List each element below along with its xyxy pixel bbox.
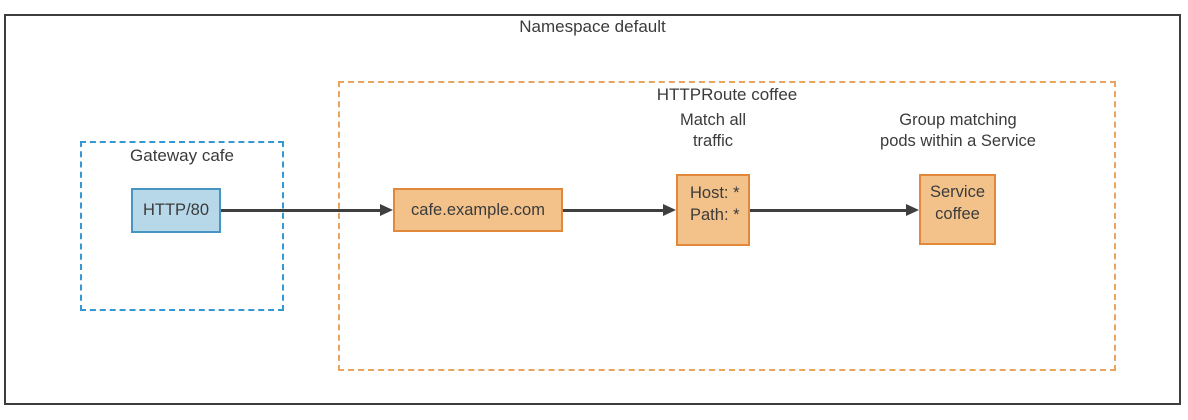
service-annotation: Group matching pods within a Service — [866, 110, 1050, 152]
gateway-listener-label: HTTP/80 — [142, 201, 210, 219]
gateway-boundary: Gateway cafe — [80, 141, 284, 311]
httproute-boundary: HTTPRoute coffee — [338, 81, 1116, 371]
match-rule-node: Host: * Path: * — [676, 174, 750, 246]
match-annotation-line2: traffic — [692, 131, 734, 150]
hostname-label: cafe.example.com — [411, 200, 545, 219]
service-node: Service coffee — [919, 174, 996, 245]
service-label-line1: Service — [929, 183, 986, 201]
httproute-title: HTTPRoute coffee — [656, 85, 798, 104]
arrow-match-to-service — [750, 204, 919, 216]
gateway-listener-node: HTTP/80 — [131, 188, 221, 233]
match-rule-path: Path: * — [690, 205, 740, 224]
service-annotation-line2: pods within a Service — [880, 131, 1036, 150]
arrow-listener-to-hostname — [221, 204, 393, 216]
namespace-title: Namespace default — [519, 17, 666, 36]
service-annotation-line1: Group matching — [899, 111, 1017, 129]
match-annotation: Match all traffic — [648, 110, 778, 152]
match-rule-host: Host: * — [690, 184, 740, 202]
hostname-node: cafe.example.com — [393, 188, 563, 232]
gateway-title: Gateway cafe — [130, 146, 234, 165]
service-label-line2: coffee — [935, 204, 980, 223]
match-annotation-line1: Match all — [679, 111, 747, 129]
arrow-hostname-to-match — [563, 204, 676, 216]
